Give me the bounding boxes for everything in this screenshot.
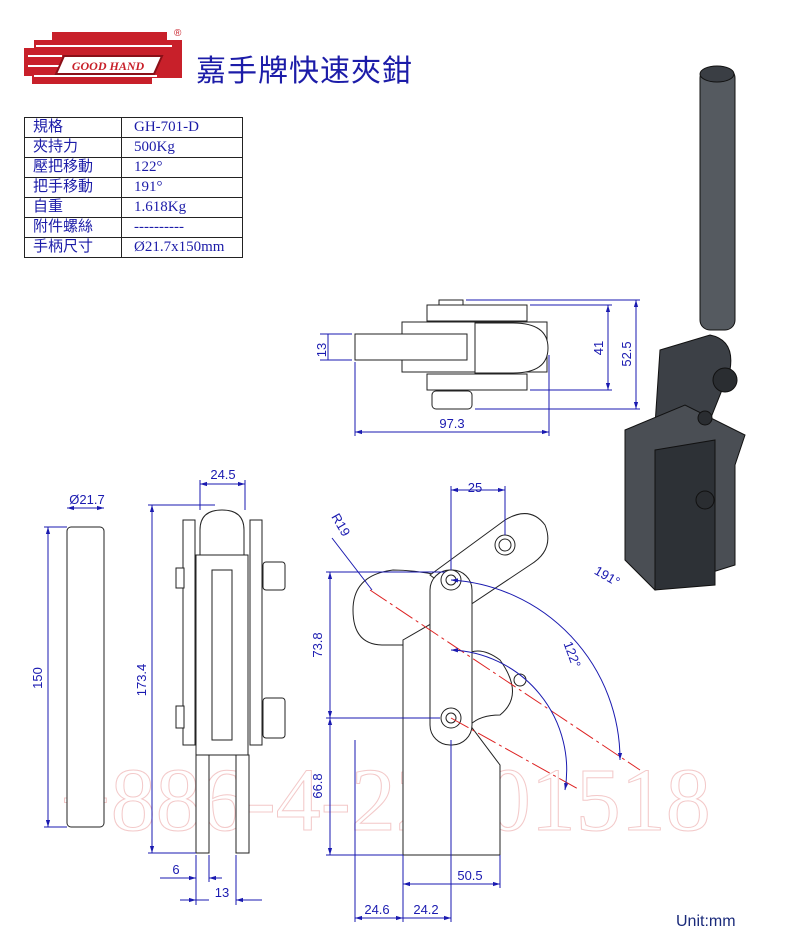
dim-side-height: 173.4 — [134, 664, 149, 697]
dim-total-width: 52.5 — [619, 341, 634, 366]
handle-dimensions — [44, 505, 104, 828]
dim-handle-diameter: Ø21.7 — [69, 492, 104, 507]
dim-handle-length: 150 — [30, 667, 45, 689]
spec-label: 自重 — [24, 197, 122, 218]
front-view-dimensions — [326, 486, 623, 922]
spec-label: 夾持力 — [24, 137, 122, 158]
dim-top-offset: 25 — [468, 480, 482, 495]
side-view-dimensions — [148, 480, 262, 905]
dim-bar-width: 41 — [591, 341, 606, 355]
dim-length: 97.3 — [439, 416, 464, 431]
dim-radius: R19 — [328, 511, 353, 539]
handle-grip-view — [66, 526, 105, 828]
dim-base-length: 50.5 — [457, 868, 482, 883]
side-view — [175, 509, 286, 854]
unit-label: Unit:mm — [676, 913, 736, 930]
dim-handle-angle: 191° — [592, 563, 623, 589]
spec-value: Ø21.7x150mm — [121, 237, 243, 258]
dim-right-offset: 24.2 — [413, 902, 438, 917]
top-view-dimensions — [320, 299, 640, 436]
dim-base-offset: 6 — [172, 862, 179, 877]
dim-left-offset: 24.6 — [364, 902, 389, 917]
watermark-phone: +886-4-22801518 — [60, 751, 711, 850]
spec-value: ---------- — [121, 217, 243, 238]
clamp-3d-render — [624, 65, 746, 591]
page-title: 嘉手牌快速夾鉗 — [196, 54, 413, 89]
spec-value: 191° — [121, 177, 243, 198]
logo-brand-text: GOOD HAND — [72, 59, 145, 73]
dim-base-width: 13 — [215, 885, 229, 900]
dim-side-width: 24.5 — [210, 467, 235, 482]
dim-handle-width: 13 — [314, 343, 329, 357]
dim-lower-height: 66.8 — [310, 773, 325, 798]
dim-upper-height: 73.8 — [310, 632, 325, 657]
registered-mark: ® — [174, 28, 182, 39]
top-view — [354, 299, 549, 410]
spec-label: 手柄尺寸 — [24, 237, 122, 258]
table-row: 附件螺絲---------- — [24, 217, 243, 238]
spec-value: 500Kg — [121, 137, 243, 158]
spec-label: 附件螺絲 — [24, 217, 122, 238]
dim-bar-angle: 122° — [561, 639, 584, 669]
good-hand-logo: GOOD HAND ® — [22, 26, 187, 88]
